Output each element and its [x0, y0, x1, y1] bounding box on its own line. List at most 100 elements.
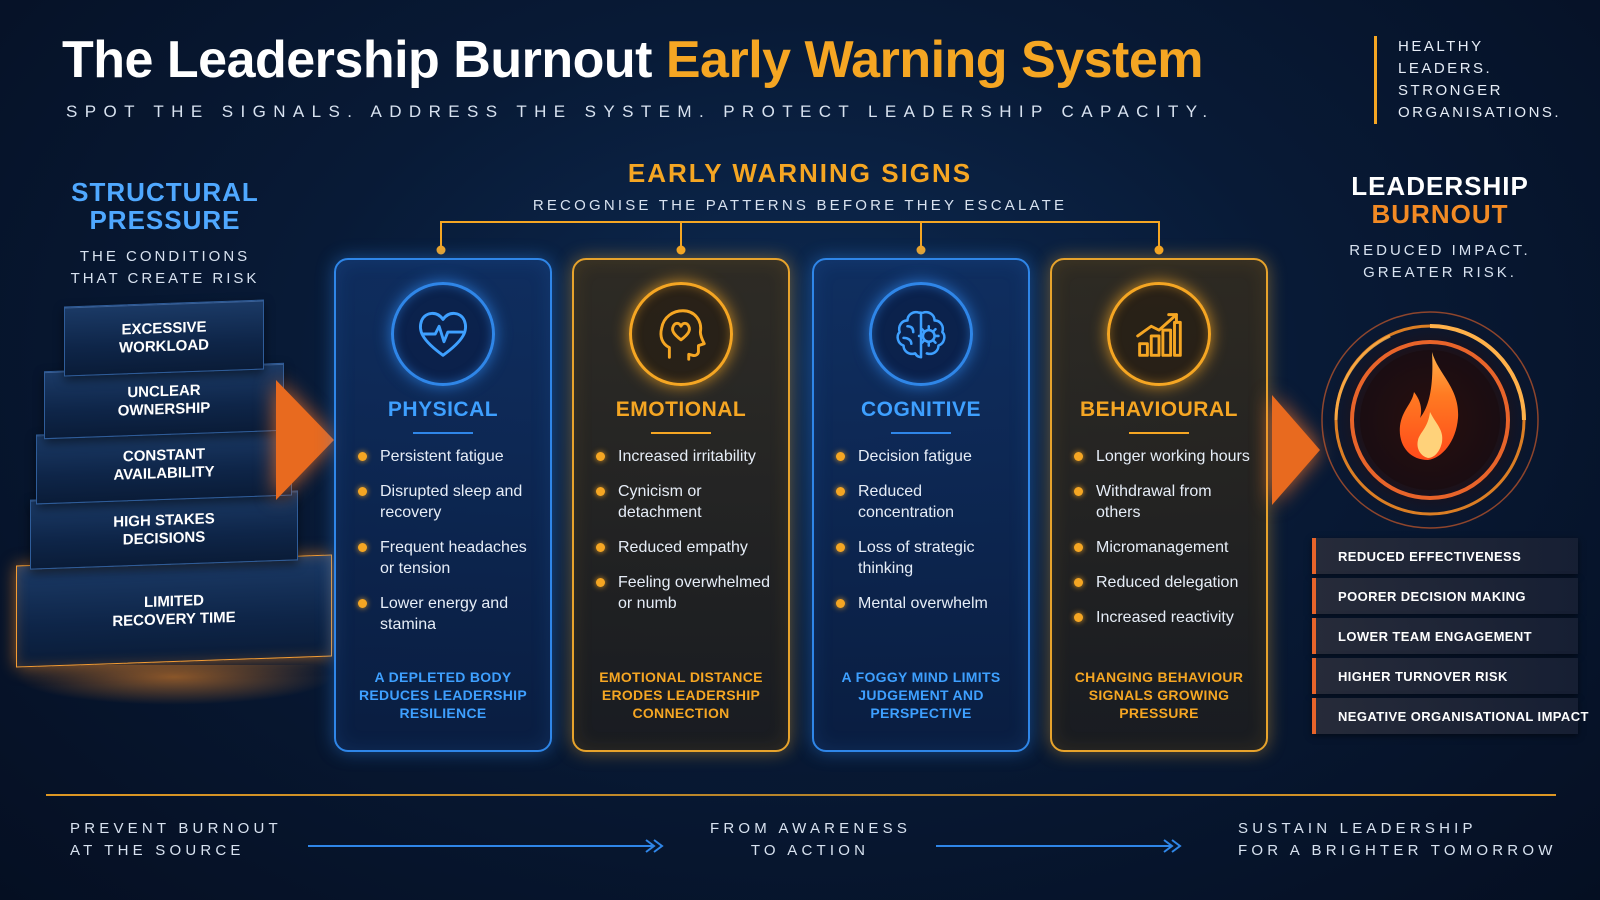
warning-signs-title: EARLY WARNING SIGNS — [627, 158, 973, 188]
list-item: Mental overwhelm — [834, 593, 1018, 614]
list-item: Cynicism or detachment — [594, 481, 778, 523]
card-emotional: EMOTIONAL Increased irritability Cynicis… — [572, 258, 790, 752]
footer-step-line: FOR A BRIGHTER TOMORROW — [1238, 842, 1557, 859]
bullet-icon — [358, 452, 367, 461]
card-title: COGNITIVE — [860, 398, 981, 421]
item-text: Feeling overwhelmed or numb — [618, 574, 771, 612]
card-title: EMOTIONAL — [615, 398, 747, 421]
impact-item: REDUCED EFFECTIVENESS — [1312, 538, 1578, 574]
bullet-icon — [358, 543, 367, 552]
layer-label: RECOVERY TIME — [112, 608, 236, 631]
page-subtitle: SPOT THE SIGNALS. ADDRESS THE SYSTEM. PR… — [66, 102, 1215, 121]
bullet-icon — [836, 543, 845, 552]
bullet-icon — [596, 543, 605, 552]
footer-step-prevent: PREVENT BURNOUT AT THE SOURCE — [70, 818, 282, 862]
burnout-subtitle-line: GREATER RISK. — [1363, 264, 1517, 281]
heart-pulse-icon — [391, 282, 495, 386]
list-item: Withdrawal from others — [1072, 481, 1256, 523]
list-item: Increased irritability — [594, 446, 778, 467]
flow-arrow-icon — [276, 380, 334, 500]
item-text: Reduced delegation — [1096, 574, 1239, 591]
card-footer: A FOGGY MIND LIMITS JUDGEMENT AND PERSPE… — [841, 669, 1001, 721]
flow-arrow-icon — [1272, 395, 1320, 505]
card-cognitive: COGNITIVE Decision fatigue Reduced conce… — [812, 258, 1030, 752]
flame-icon — [1312, 302, 1548, 538]
item-text: Disrupted sleep and recovery — [380, 483, 523, 521]
bullet-icon — [358, 599, 367, 608]
card-title: BEHAVIOURAL — [1080, 398, 1238, 421]
structural-title-line: PRESSURE — [89, 205, 241, 235]
burnout-title-line: BURNOUT — [1371, 199, 1509, 229]
list-item: Disrupted sleep and recovery — [356, 481, 540, 523]
tagline-line: STRONGER — [1398, 82, 1504, 99]
card-footer: A DEPLETED BODY REDUCES LEADERSHIP RESIL… — [359, 669, 527, 721]
list-item: Lower energy and stamina — [356, 593, 540, 635]
layer-label: WORKLOAD — [119, 336, 209, 357]
bullet-icon — [596, 578, 605, 587]
bullet-icon — [596, 487, 605, 496]
bullet-icon — [1074, 613, 1083, 622]
signs-list: Increased irritability Cynicism or detac… — [594, 446, 778, 628]
signs-list: Longer working hours Withdrawal from oth… — [1072, 446, 1256, 642]
impact-item: NEGATIVE ORGANISATIONAL IMPACT — [1312, 698, 1588, 734]
item-text: Mental overwhelm — [858, 595, 988, 612]
card-physical: PHYSICAL Persistent fatigue Disrupted sl… — [334, 258, 552, 752]
burnout-subtitle: REDUCED IMPACT. GREATER RISK. — [1300, 240, 1580, 284]
item-text: Lower energy and stamina — [380, 595, 509, 633]
bullet-icon — [836, 487, 845, 496]
list-item: Persistent fatigue — [356, 446, 540, 467]
head-heart-icon — [629, 282, 733, 386]
tagline-line: ORGANISATIONS. — [1398, 104, 1562, 121]
impact-item: HIGHER TURNOVER RISK — [1312, 658, 1578, 694]
title-rule — [1129, 432, 1189, 434]
card-title: PHYSICAL — [387, 398, 499, 421]
burnout-impacts-list: REDUCED EFFECTIVENESS POORER DECISION MA… — [1312, 538, 1588, 738]
bullet-icon — [1074, 452, 1083, 461]
title-rule — [891, 432, 951, 434]
footer-divider — [46, 794, 1556, 796]
stack-glow — [14, 665, 334, 705]
burnout-title: LEADERSHIP BURNOUT — [1300, 172, 1580, 228]
title-main: The Leadership Burnout — [62, 31, 652, 89]
list-item: Reduced concentration — [834, 481, 1018, 523]
item-text: Loss of strategic thinking — [858, 539, 975, 577]
item-text: Longer working hours — [1096, 448, 1250, 465]
arrow-right-icon — [936, 839, 1182, 853]
list-item: Decision fatigue — [834, 446, 1018, 467]
card-footer: CHANGING BEHAVIOUR SIGNALS GROWING PRESS… — [1074, 669, 1244, 721]
item-text: Increased irritability — [618, 448, 756, 465]
warning-signs-header: EARLY WARNING SIGNS RECOGNISE THE PATTER… — [500, 158, 1100, 214]
list-item: Feeling overwhelmed or numb — [594, 572, 778, 614]
tagline-divider — [1374, 36, 1377, 124]
signs-list: Persistent fatigue Disrupted sleep and r… — [356, 446, 540, 649]
signs-list: Decision fatigue Reduced concentration L… — [834, 446, 1018, 628]
bullet-icon — [1074, 487, 1083, 496]
layer-label: DECISIONS — [122, 528, 206, 549]
item-text: Frequent headaches or tension — [380, 539, 527, 577]
page-title: The Leadership Burnout Early Warning Sys… — [62, 30, 1204, 90]
card-footer: EMOTIONAL DISTANCE ERODES LEADERSHIP CON… — [599, 669, 763, 721]
tagline-line: LEADERS. — [1398, 60, 1493, 77]
item-text: Micromanagement — [1096, 539, 1229, 556]
layer-label: OWNERSHIP — [117, 399, 211, 420]
footer-step-line: FROM AWARENESS — [710, 820, 912, 837]
item-text: Reduced empathy — [618, 539, 748, 556]
footer-step-line: TO ACTION — [750, 842, 870, 859]
card-behavioural: BEHAVIOURAL Longer working hours Withdra… — [1050, 258, 1268, 752]
list-item: Frequent headaches or tension — [356, 537, 540, 579]
title-rule — [413, 432, 473, 434]
tagline-line: HEALTHY — [1398, 38, 1484, 55]
structural-title: STRUCTURAL PRESSURE — [40, 178, 290, 234]
footer-step-line: SUSTAIN LEADERSHIP — [1238, 820, 1477, 837]
footer-step-action: FROM AWARENESS TO ACTION — [710, 818, 910, 862]
list-item: Loss of strategic thinking — [834, 537, 1018, 579]
item-text: Withdrawal from others — [1096, 483, 1212, 521]
title-accent: Early Warning System — [665, 31, 1204, 89]
bullet-icon — [836, 599, 845, 608]
burnout-subtitle-line: REDUCED IMPACT. — [1349, 242, 1531, 259]
item-text: Persistent fatigue — [380, 448, 504, 465]
footer-step-line: AT THE SOURCE — [70, 842, 245, 859]
